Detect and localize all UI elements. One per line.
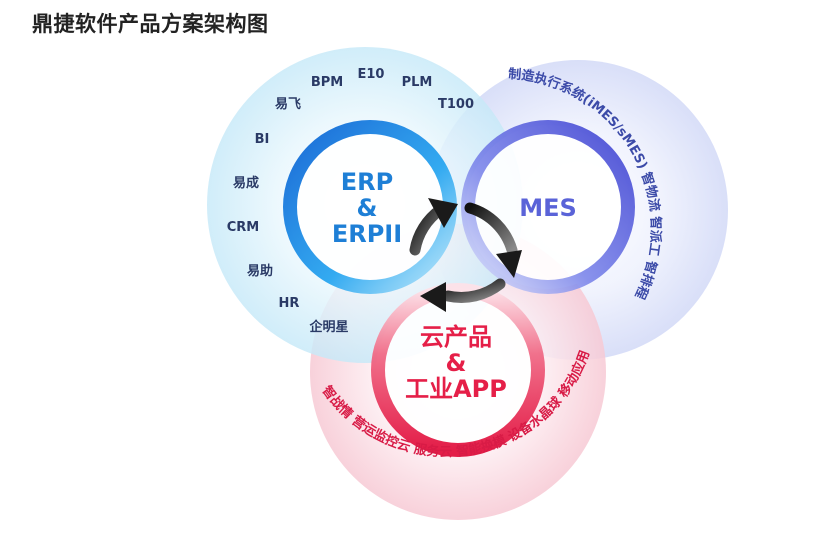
erp-label-line: ERP <box>341 168 393 196</box>
product-label: BI <box>255 132 270 147</box>
cycle-arrows-icon <box>409 198 522 312</box>
product-label: E10 <box>358 67 385 82</box>
cloud-label-line: 云产品 <box>420 323 492 351</box>
cloud-label: 云产品 & 工业APP <box>405 323 507 403</box>
cloud-label-line: 工业APP <box>405 375 507 403</box>
product-label: T100 <box>438 97 474 112</box>
mes-label: MES <box>519 194 577 222</box>
product-label: HR <box>279 296 300 311</box>
cloud-ring <box>371 283 545 457</box>
product-label: BPM <box>311 75 343 90</box>
product-label: CRM <box>227 220 260 235</box>
product-label: PLM <box>402 75 433 90</box>
erp-label: ERP & ERPII <box>332 168 402 248</box>
page-title: 鼎捷软件产品方案架构图 <box>32 12 269 36</box>
erp-label-line: & <box>357 194 378 222</box>
product-label: 易成 <box>233 175 259 191</box>
product-label: 企明星 <box>308 319 348 335</box>
product-label: 易飞 <box>275 97 301 112</box>
erp-label-line: ERPII <box>332 220 402 248</box>
erp-products: BPM E10 PLM T100 易飞 BI 易成 CRM 易助 HR 企明星 <box>227 67 474 335</box>
cloud-label-line: & <box>446 349 467 377</box>
product-label: 易助 <box>247 263 273 279</box>
